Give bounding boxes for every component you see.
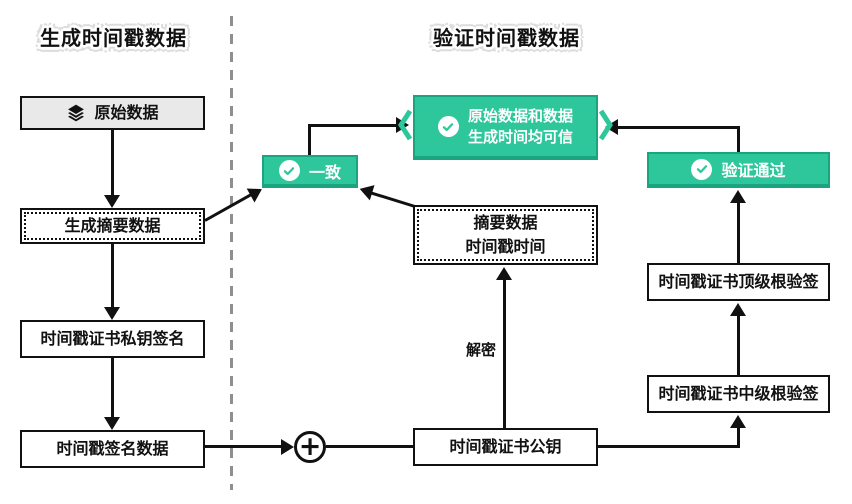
callout-trusted: 原始数据和数据 生成时间均可信 (398, 95, 613, 160)
arrow-midroot-to-toproot (737, 315, 740, 375)
box-label: 时间戳签名数据 (56, 438, 169, 458)
section-divider (230, 16, 233, 490)
box-label-line2: 时间戳时间 (465, 236, 546, 256)
arrow-digest-to-consistent (204, 181, 266, 222)
arrow-digest-to-sign (111, 244, 114, 308)
layers-icon (66, 103, 86, 123)
box-top-root-verify: 时间戳证书顶级根验签 (647, 263, 830, 301)
arrow-original-to-digest (111, 130, 114, 197)
box-consistent: 一致 (262, 155, 358, 188)
arrowhead (104, 195, 120, 208)
box-private-key-sign: 时间戳证书私钥签名 (20, 320, 205, 358)
box-label: 时间戳证书顶级根验签 (658, 271, 819, 291)
arrowhead (104, 307, 120, 320)
arrow-sign-to-signeddata (111, 358, 114, 418)
arrow-toproot-to-pass (737, 202, 740, 263)
box-label-line1: 摘要数据 (473, 212, 538, 232)
arrow-consistent-to-trusted-v (308, 125, 311, 155)
check-icon (278, 160, 300, 181)
chevron-left-icon (398, 108, 413, 146)
plus-node: + (294, 431, 326, 463)
box-original-data: 原始数据 (20, 96, 205, 130)
box-generate-digest: 生成摘要数据 (20, 208, 205, 244)
arrow-decrypt (503, 279, 506, 428)
box-signed-data: 时间戳签名数据 (20, 430, 205, 468)
chevron-right-icon (598, 108, 613, 146)
callout-line1: 原始数据和数据 (467, 106, 573, 125)
box-mid-root-verify: 时间戳证书中级根验签 (647, 375, 830, 413)
check-icon (437, 116, 459, 137)
arrow-digesttime-to-consistent (357, 181, 416, 208)
arrow-signeddata-to-plus (205, 445, 283, 448)
arrowhead (730, 415, 746, 428)
decrypt-label: 解密 (465, 341, 496, 359)
box-label: 生成摘要数据 (64, 215, 161, 235)
arrowhead (730, 303, 746, 316)
arrow-pass-to-trusted-v (737, 127, 740, 152)
box-public-key: 时间戳证书公钥 (413, 428, 598, 466)
box-label: 时间戳证书公钥 (449, 436, 562, 456)
section-title-verify: 验证时间戳数据 (433, 26, 580, 50)
box-label: 验证通过 (721, 161, 786, 180)
arrow-pass-to-trusted-h (618, 126, 740, 129)
arrowhead (104, 417, 120, 430)
box-verify-pass: 验证通过 (647, 152, 830, 188)
box-label: 原始数据 (94, 102, 159, 122)
section-title-generate: 生成时间戳数据 (40, 26, 187, 50)
line-plus-to-publickey (326, 445, 413, 448)
callout-text: 原始数据和数据 生成时间均可信 (468, 106, 573, 148)
arrowhead (496, 267, 512, 280)
arrow-consistent-to-trusted-h (308, 124, 398, 127)
plus-icon: + (298, 430, 322, 462)
check-icon (691, 158, 713, 180)
box-digest-time: 摘要数据 时间戳时间 (413, 205, 598, 265)
arrowhead (357, 181, 375, 201)
box-label: 一致 (308, 162, 341, 182)
callout-line2: 生成时间均可信 (467, 127, 573, 146)
box-label: 时间戳证书中级根验签 (658, 383, 819, 403)
box-label: 时间戳证书私钥签名 (40, 328, 185, 348)
arrowhead (730, 190, 746, 203)
arrow-publickey-to-midroot-h (598, 445, 740, 448)
arrow-publickey-to-midroot-v (737, 427, 740, 447)
arrowhead (281, 439, 294, 455)
